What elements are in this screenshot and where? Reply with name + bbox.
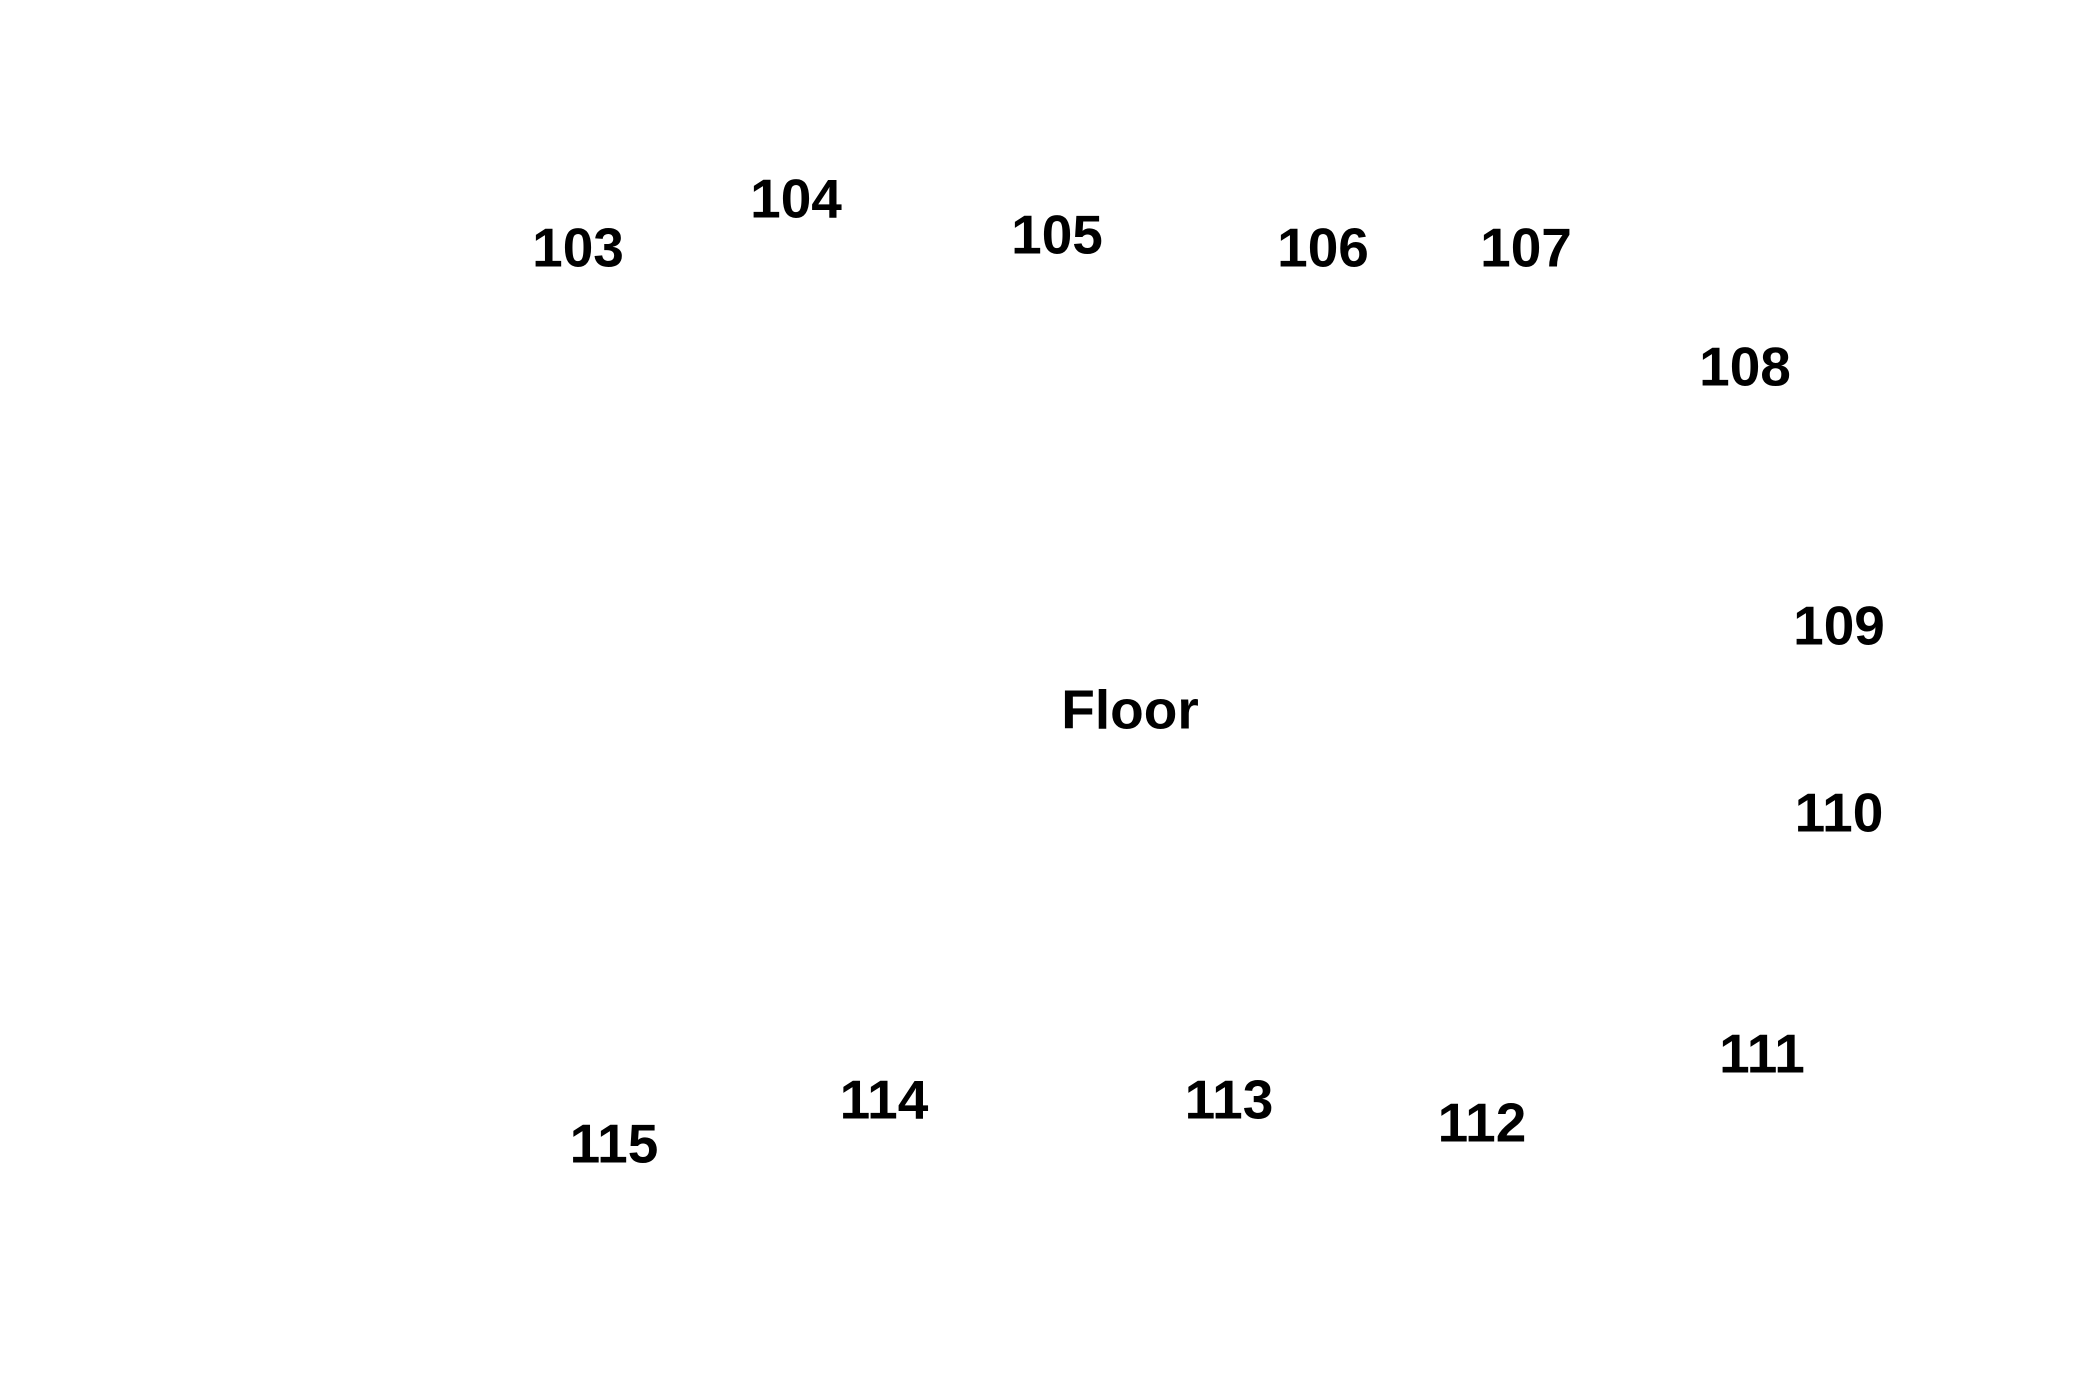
room-label-108: 108 xyxy=(1699,335,1791,398)
room-label-114: 114 xyxy=(839,1068,929,1131)
room-label-105: 105 xyxy=(1011,203,1103,266)
room-label-104: 104 xyxy=(750,167,842,230)
room-label-110: 110 xyxy=(1794,781,1884,844)
room-label-115: 115 xyxy=(569,1112,659,1175)
room-label-112: 112 xyxy=(1437,1091,1527,1154)
room-label-107: 107 xyxy=(1480,216,1572,279)
room-label-111: 111 xyxy=(1719,1022,1805,1085)
room-label-103: 103 xyxy=(532,216,624,279)
room-label-109: 109 xyxy=(1793,594,1885,657)
room-label-113: 113 xyxy=(1184,1068,1274,1131)
room-label-106: 106 xyxy=(1277,216,1369,279)
floor-label: Floor xyxy=(1061,678,1199,741)
